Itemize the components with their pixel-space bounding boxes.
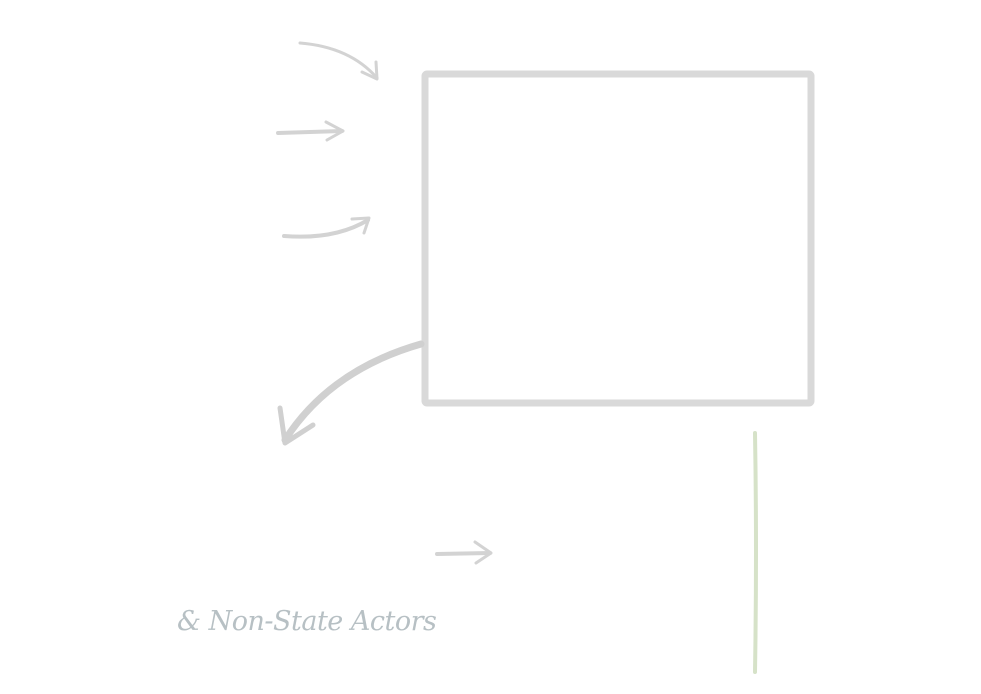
curved-arrow-top-head: [360, 60, 379, 81]
straight-arrow-bottom-shaft: [435, 551, 492, 556]
caption-non-state-actors: & Non-State Actors: [177, 606, 436, 637]
curved-arrow-lower-head: [350, 216, 371, 235]
curved-arrow-top: [298, 41, 379, 81]
curved-arrow-lower-shaft: [282, 218, 370, 239]
curved-arrow-outgoing-head: [277, 405, 316, 446]
straight-arrow-bottom-head: [473, 540, 493, 565]
straight-arrow-middle-shaft: [276, 129, 344, 135]
curved-arrow-lower: [282, 216, 371, 239]
curved-arrow-outgoing: [277, 340, 425, 446]
straight-arrow-middle-head: [324, 120, 345, 142]
vertical-divider-line: [753, 431, 758, 674]
curved-arrow-outgoing-shaft: [281, 340, 425, 444]
straight-arrow-middle: [276, 120, 345, 142]
straight-arrow-bottom: [435, 540, 493, 565]
main-box: [421, 70, 815, 407]
curved-arrow-top-shaft: [298, 41, 379, 80]
